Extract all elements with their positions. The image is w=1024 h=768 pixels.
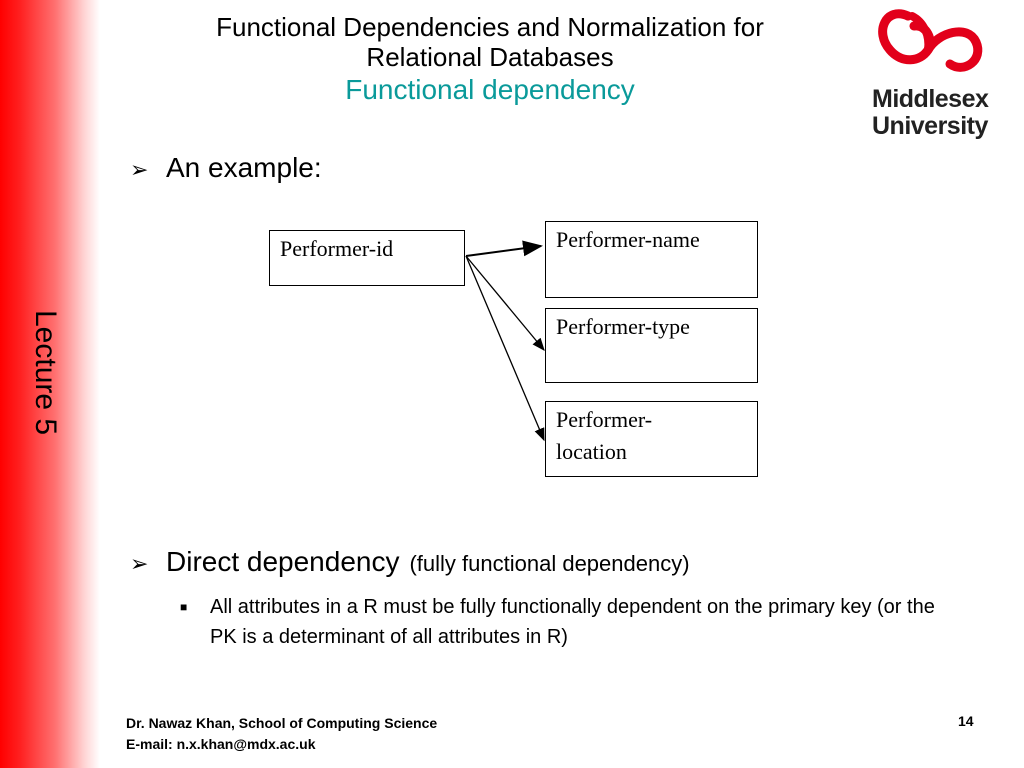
dependency-arrow	[465, 255, 545, 442]
logo-line-1: Middlesex	[872, 85, 989, 113]
page-number: 14	[958, 713, 974, 729]
lecture-label: Lecture 5	[29, 310, 62, 436]
arrow-bullet-icon: ➢	[130, 551, 149, 576]
sub-bullet: ■ All attributes in a R must be fully fu…	[180, 592, 940, 652]
diagram-source-box: Performer-id	[269, 230, 465, 286]
footer: Dr. Nawaz Khan, School of Computing Scie…	[126, 713, 437, 755]
university-logo-text: Middlesex University	[872, 86, 1002, 140]
arrow-bullet-icon: ➢	[130, 157, 149, 182]
slide-title: Functional Dependencies and Normalizatio…	[130, 12, 850, 108]
title-line-1: Functional Dependencies and Normalizatio…	[216, 12, 764, 42]
dependency-arrow	[465, 240, 543, 257]
target-label: Performer-type	[556, 314, 690, 339]
square-bullet-icon: ■	[180, 600, 188, 614]
slide-subtitle: Functional dependency	[345, 74, 635, 105]
bullet-text: An example:	[166, 152, 322, 183]
bullet-direct-dependency: ➢ Direct dependency (fully functional de…	[130, 546, 690, 578]
target-label: Performer-name	[556, 227, 700, 252]
diagram-target-box: Performer-type	[545, 308, 758, 383]
bullet-example: ➢ An example:	[130, 152, 322, 184]
footer-email: E-mail: n.x.khan@mdx.ac.uk	[126, 736, 316, 752]
logo-line-2: University	[872, 112, 988, 140]
bullet-note: (fully functional dependency)	[409, 551, 690, 576]
bullet-text: Direct dependency	[166, 546, 400, 577]
side-band	[0, 0, 100, 768]
target-label: Performer-location	[556, 407, 653, 464]
diagram-target-box: Performer-location	[545, 401, 758, 477]
dependency-arrow	[465, 255, 545, 352]
university-logo-icon	[878, 9, 983, 72]
title-line-2: Relational Databases	[366, 42, 614, 72]
footer-author: Dr. Nawaz Khan, School of Computing Scie…	[126, 715, 438, 731]
diagram-target-box: Performer-name	[545, 221, 758, 298]
sub-bullet-text: All attributes in a R must be fully func…	[210, 596, 935, 648]
source-label: Performer-id	[280, 236, 394, 261]
